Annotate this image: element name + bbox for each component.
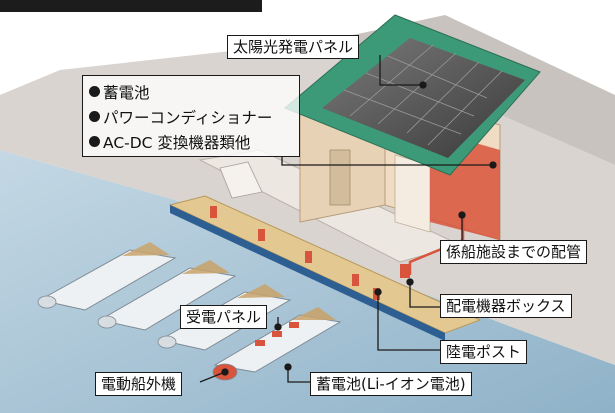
leader-shore-post [377,292,440,351]
bullet-icon [89,136,100,147]
leader-equipment [281,157,493,166]
leader-solar-panel [379,55,423,86]
equipment-item: AC-DC 変換機器類他 [89,129,293,154]
boat-2 [98,267,237,331]
label-solar-panel: 太陽光発電パネル [227,35,360,59]
label-outboard-motor: 電動船外機 [95,372,183,396]
equipment-item-label: パワーコンディショナー [103,108,273,127]
solar-panel [322,38,525,158]
top-bar [0,0,262,12]
leader-lines [199,55,497,383]
leader-battery [287,367,310,383]
building-door [329,149,351,206]
boat-4 [213,314,342,373]
equipment-item: パワーコンディショナー [89,104,293,129]
equipment-list: 蓄電池 パワーコンディショナー AC-DC 変換機器類他 [82,75,300,157]
label-shore-post: 陸電ポスト [440,340,528,364]
label-receiving-panel: 受電パネル [180,305,268,329]
glass-block-window [394,154,431,233]
pier-side [170,205,445,341]
leader-distribution-box [409,282,440,308]
boat-battery-cells [255,322,299,346]
solar-panel-grid [343,44,503,146]
piping-line [408,215,465,275]
bullet-icon [89,86,100,97]
label-piping: 係船施設までの配管 [440,240,588,264]
boat-canopies [122,242,336,320]
bullet-icon [89,111,100,122]
equipment-item-label: 蓄電池 [103,83,150,102]
boat-1 [38,249,177,311]
equipment-item-label: AC-DC 変換機器類他 [103,133,251,152]
stairs [219,161,263,199]
label-battery-li-ion: 蓄電池(Li-イオン電池) [310,372,472,396]
label-distribution-box: 配電機器ボックス [440,294,572,318]
equipment-item: 蓄電池 [89,79,293,104]
leader-outboard-motor [199,371,226,383]
